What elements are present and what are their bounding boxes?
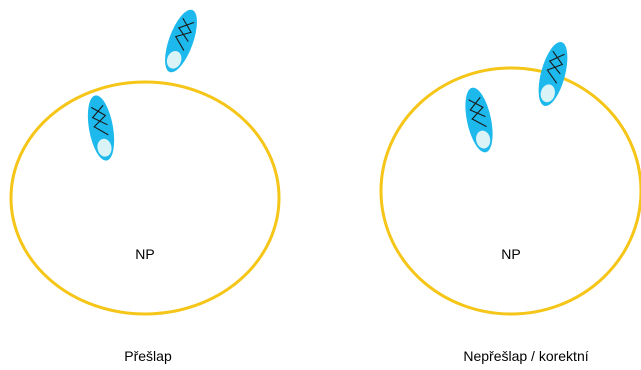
panel-right: NP [381, 39, 641, 314]
throwing-circle-diagram: NP NP [0, 0, 641, 340]
caption-correct: Nepřešlap / korektní [426, 348, 626, 364]
np-label-right: NP [501, 246, 520, 262]
shoe-inside-circle-icon [460, 85, 497, 155]
throwing-circle-right [381, 68, 641, 314]
shoe-inside-circle-icon [533, 39, 573, 109]
throwing-circle-left [11, 82, 279, 314]
caption-foul: Přešlap [100, 348, 196, 364]
np-label-left: NP [135, 246, 154, 262]
panel-left: NP [11, 6, 279, 314]
shoe-inside-circle-icon [83, 93, 118, 162]
shoe-outside-circle-icon [158, 6, 203, 76]
